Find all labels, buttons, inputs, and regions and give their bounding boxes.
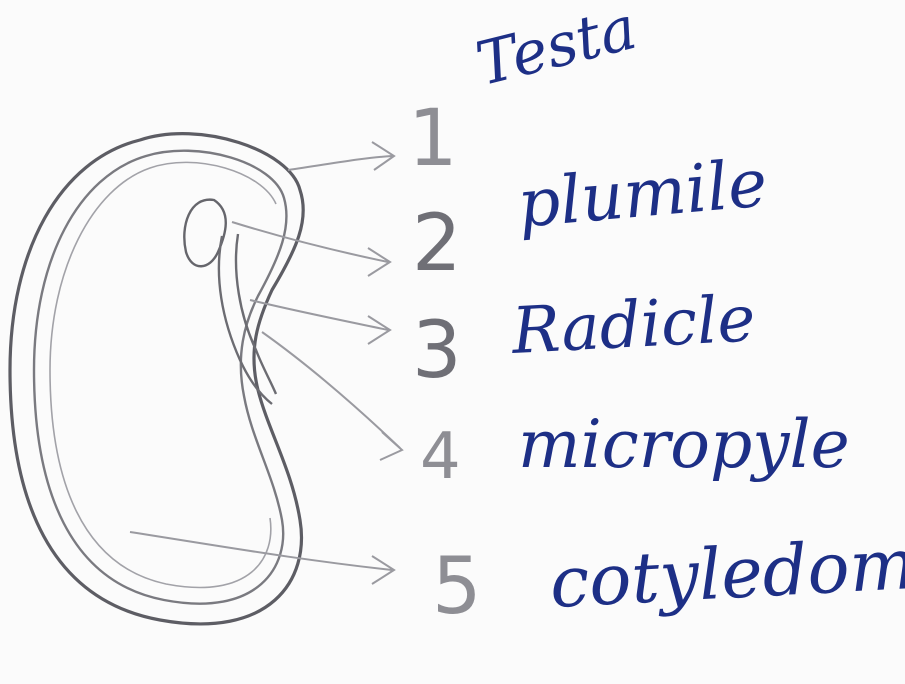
number-5: 5 <box>432 548 482 626</box>
seed-coat-outer <box>10 134 303 624</box>
arrow-4 <box>262 332 402 460</box>
number-1: 1 <box>408 100 458 178</box>
number-2: 2 <box>412 205 462 283</box>
label-cotyledon: cotyledom <box>548 529 905 618</box>
arrow-1 <box>288 142 394 170</box>
label-micropyle: micropyle <box>518 412 850 478</box>
arrow-5 <box>130 532 394 584</box>
number-4: 4 <box>420 425 461 489</box>
arrow-2 <box>232 222 390 276</box>
pointer-arrows <box>130 142 402 584</box>
number-3: 3 <box>412 312 462 390</box>
label-radicle: Radicle <box>510 287 756 364</box>
